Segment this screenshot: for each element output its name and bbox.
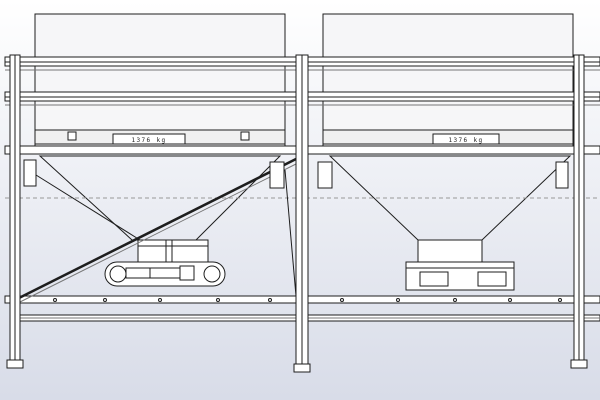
right-weight-plate [432, 133, 500, 145]
left-weight-plate [112, 133, 186, 145]
left-bulk-bag [34, 13, 286, 147]
right-bulk-bag [322, 13, 574, 147]
diagonal-brace [14, 156, 299, 302]
left-weight-label: 1376 kg [131, 137, 166, 144]
left-belt-feeder [104, 239, 226, 287]
right-weight-label: 1376 kg [448, 137, 483, 144]
right-feeder [405, 239, 515, 291]
